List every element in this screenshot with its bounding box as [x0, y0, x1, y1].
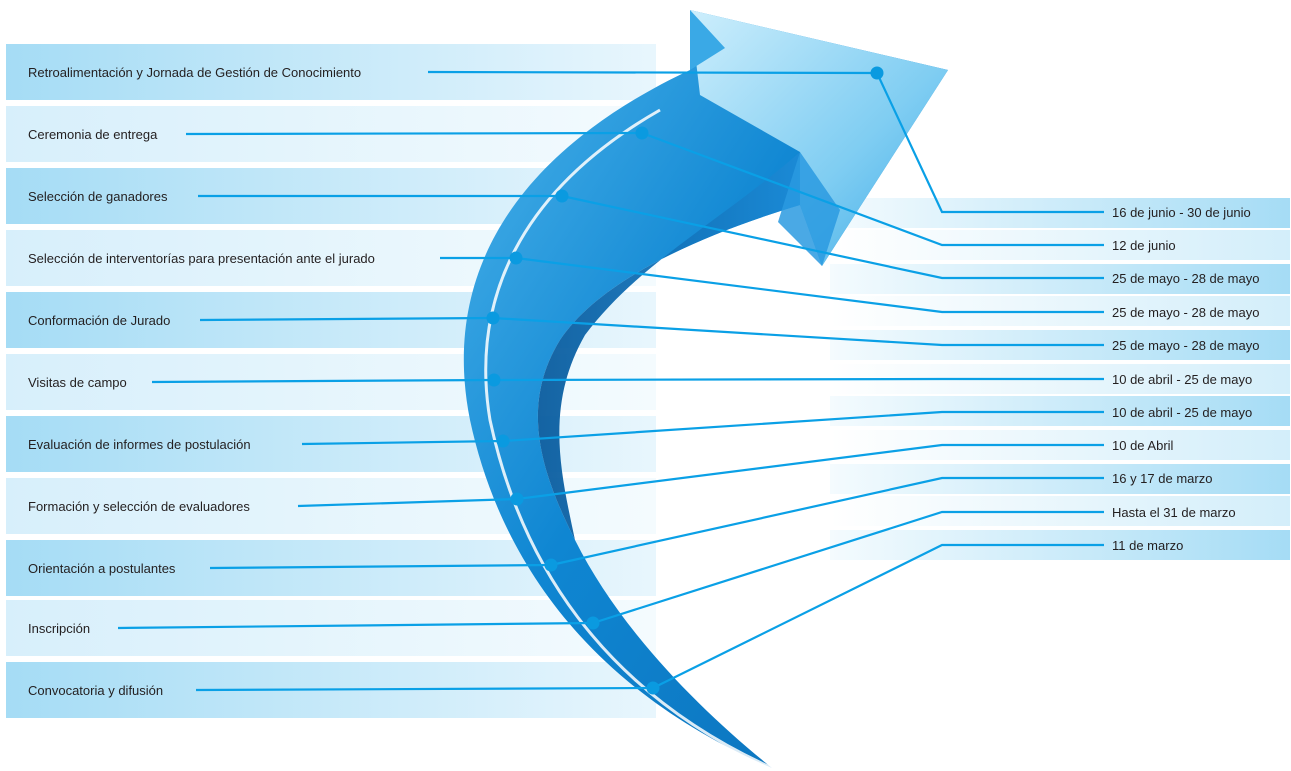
timeline-dot-icon [870, 66, 884, 80]
stage-label: Inscripción [28, 621, 90, 636]
stage-label: Orientación a postulantes [28, 561, 176, 576]
stage-label: Selección de ganadores [28, 189, 168, 204]
stage-label: Evaluación de informes de postulación [28, 437, 251, 452]
date-label: 25 de mayo - 28 de mayo [1112, 305, 1259, 320]
connector-line [301, 439, 504, 446]
curved-up-arrow-icon [463, 10, 948, 770]
connector-line [592, 510, 1104, 625]
stage-label: Convocatoria y difusión [28, 683, 163, 698]
right-bands [830, 198, 1290, 560]
stage-label: Formación y selección de evaluadores [28, 499, 250, 514]
date-label: 25 de mayo - 28 de mayo [1112, 338, 1259, 353]
connector-line [561, 194, 1104, 280]
connector-lines [117, 66, 1104, 695]
timeline-dot-icon [486, 311, 500, 325]
date-label: 25 de mayo - 28 de mayo [1112, 271, 1259, 286]
stage-label: Retroalimentación y Jornada de Gestión d… [28, 65, 361, 80]
connector-line [641, 131, 1104, 247]
connector-line [117, 621, 594, 630]
date-label: 16 y 17 de marzo [1112, 471, 1212, 486]
stage-label: Selección de interventorías para present… [28, 251, 375, 266]
stage-labels: Retroalimentación y Jornada de Gestión d… [28, 65, 375, 698]
date-labels: 16 de junio - 30 de junio 12 de junio 25 d… [1112, 205, 1259, 553]
connector-line [195, 686, 654, 692]
timeline-dot-icon [586, 616, 600, 630]
connector-line [516, 443, 1104, 501]
timeline-dot-icon [544, 558, 558, 572]
timeline-dot-icon [509, 251, 523, 265]
timeline-dot-icon [496, 434, 510, 448]
stage-band [6, 600, 656, 656]
date-label: 10 de Abril [1112, 438, 1174, 453]
connector-line [502, 410, 1104, 443]
connector-line [876, 72, 1104, 214]
stage-label: Ceremonia de entrega [28, 127, 158, 142]
date-label: Hasta el 31 de marzo [1112, 505, 1236, 520]
connector-line [652, 543, 1104, 689]
timeline-dot-icon [555, 189, 569, 203]
connector-line [515, 256, 1104, 314]
connector-line [151, 378, 495, 384]
connector-line [199, 316, 494, 322]
date-label: 10 de abril - 25 de mayo [1112, 372, 1252, 387]
date-label: 10 de abril - 25 de mayo [1112, 405, 1252, 420]
timeline-dot-icon [635, 126, 649, 140]
connector-line [493, 377, 1104, 382]
date-label: 16 de junio - 30 de junio [1112, 205, 1251, 220]
connector-line [550, 476, 1104, 567]
connector-line [185, 131, 643, 136]
date-label: 12 de junio [1112, 238, 1176, 253]
timeline-dot-icon [510, 492, 524, 506]
timeline-dot-icon [646, 681, 660, 695]
timeline-dot-icon [487, 373, 501, 387]
connector-line [492, 316, 1104, 347]
stage-label: Conformación de Jurado [28, 313, 170, 328]
connector-line [209, 563, 552, 570]
stage-label: Visitas de campo [28, 375, 127, 390]
connector-line [427, 70, 878, 75]
date-label: 11 de marzo [1112, 538, 1183, 553]
connector-line [297, 497, 518, 508]
